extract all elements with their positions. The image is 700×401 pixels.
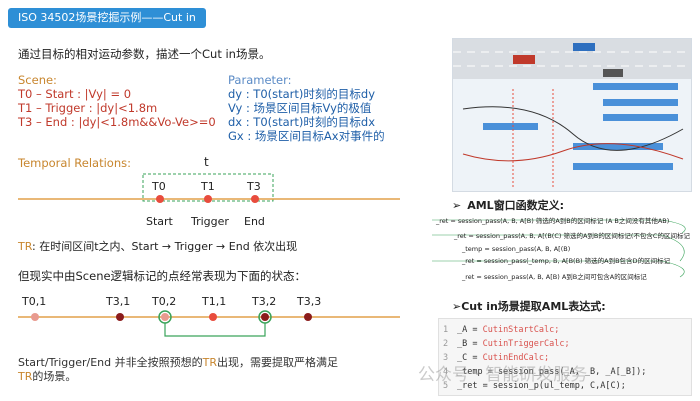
real-dot <box>31 313 39 321</box>
scene-title: Scene: <box>18 73 57 87</box>
real-tick-label: T0,1 <box>22 295 47 308</box>
tick-label-t3: T3 <box>247 180 261 193</box>
aml-line: _temp = session_pass(A, B, A[(B) <box>462 245 571 253</box>
scene-line: T0 – Start : |Vy| = 0 <box>18 87 132 101</box>
cut-title-text: Cut in场景提取AML表达式: <box>461 300 606 313</box>
t0-dot <box>156 195 164 203</box>
parameter-line: Vy : 场景区间目标Vy的极值 <box>228 101 372 115</box>
aml-line: _ret = session_pass(A, B, A[B) A到B之间可包含A… <box>462 273 647 281</box>
watermark: 公众号 · 智能研发服务 <box>418 365 588 385</box>
bullet-icon: ➢ <box>452 199 462 212</box>
intro-text: 通过目标的相对运动参数，描述一个Cut in场景。 <box>18 47 271 61</box>
real-note: 但现实中由Scene逻辑标记的点经常表现为下面的状态： <box>18 269 307 283</box>
real-tick-label: T3,1 <box>106 295 131 308</box>
t1-dot <box>204 195 212 203</box>
aml-brackets <box>432 219 686 278</box>
real-tick-label: T0,2 <box>152 295 177 308</box>
aml-title-text: AML窗口函数定义: <box>467 199 565 212</box>
line-number: 4 <box>443 367 449 377</box>
code-fn: CutinStartCalc; <box>482 325 560 335</box>
real-dot <box>161 313 169 321</box>
real-dot <box>261 313 269 321</box>
parameter-block: Parameter: dy : T0(start)时刻的目标dy Vy : 场景… <box>228 73 385 143</box>
code-fn: CutinTriggerCalc; <box>482 339 570 349</box>
code-line: 2 _B = CutinTriggerCalc; <box>443 339 570 349</box>
t3-dot <box>251 195 259 203</box>
line-number: 1 <box>443 325 449 335</box>
scene-block: Scene: T0 – Start : |Vy| = 0 T1 – Trigge… <box>18 73 216 129</box>
event-start: Start <box>146 215 173 228</box>
illustration-svg <box>453 39 691 189</box>
real-dot <box>116 313 124 321</box>
aml-line: _ret = session_pass(_temp, B, A[B(B) 筛选的… <box>462 257 671 265</box>
real-tick-label: T1,1 <box>202 295 227 308</box>
parameter-title: Parameter: <box>228 73 292 87</box>
parameter-line: Gx : 场景区间目标Ax对事件的 <box>228 129 385 143</box>
code-var: _ret = session_p(ul_temp, C,A[C); <box>457 381 626 391</box>
interval-label: t <box>204 155 209 169</box>
scene-line: T3 – End : |dy|<1.8m&&Vo-Ve>=0 <box>18 115 216 129</box>
tick-label-t1: T1 <box>201 180 215 193</box>
tr-abbrev: TR <box>18 240 33 253</box>
code-var: _temp = session_pass(_A, _B, _A[_B]); <box>457 367 647 377</box>
parameter-line: dy : T0(start)时刻的目标dy <box>228 87 375 101</box>
foot-note-tr: TR <box>18 370 33 383</box>
code-var: _C = <box>457 353 483 363</box>
temporal-title: Temporal Relations: <box>18 156 131 170</box>
tick-label-t0: T0 <box>152 180 166 193</box>
code-var: _B = <box>457 339 483 349</box>
aml-title: ➢ AML窗口函数定义: <box>452 197 564 213</box>
aml-line: _ret = session_pass(A, B, A[B) 筛选的A到B的区间… <box>436 217 670 225</box>
line-number: 5 <box>443 381 449 391</box>
slide-title: ISO 34502场景挖掘示例——Cut in <box>8 8 206 28</box>
real-tick-label: T3,3 <box>297 295 322 308</box>
code-fn: CutinEndCalc; <box>482 353 550 363</box>
foot-note-part: 的场景。 <box>32 370 77 383</box>
bracket <box>164 323 266 337</box>
tr-note-text: : 在时间区间t之内、Start → Trigger → End 依次出现 <box>32 240 298 253</box>
aml-line: _ret = session_pass(A, B, A[(B(C) 筛选的A到B… <box>454 232 690 240</box>
real-dot <box>304 313 312 321</box>
scene-line: T1 – Trigger : |dy|<1.8m <box>18 101 158 115</box>
line-number: 2 <box>443 339 449 349</box>
code-line: 4 _temp = session_pass(_A, _B, _A[_B]); <box>443 367 646 377</box>
code-var: _A = <box>457 325 483 335</box>
event-trigger: Trigger <box>191 215 229 228</box>
parameter-line: dx : T0(start)时刻的目标dx <box>228 115 375 129</box>
code-line: 5 _ret = session_p(ul_temp, C,A[C); <box>443 381 626 391</box>
code-line: 3 _C = CutinEndCalc; <box>443 353 549 363</box>
real-dot <box>209 313 217 321</box>
foot-note-part: 出现，需要提取严格满足 <box>217 356 338 369</box>
event-end: End <box>244 215 265 228</box>
line-number: 3 <box>443 353 449 363</box>
code-line: 1 _A = CutinStartCalc; <box>443 325 559 335</box>
cut-title: ➢Cut in场景提取AML表达式: <box>452 298 606 314</box>
real-tick-label: T3,2 <box>252 295 277 308</box>
tr-note: TR: 在时间区间t之内、Start → Trigger → End 依次出现 <box>18 238 297 254</box>
bullet-icon: ➢ <box>452 300 462 313</box>
aml-definitions: _ret = session_pass(A, B, A[B) 筛选的A到B的区间… <box>432 213 694 285</box>
scenario-illustration <box>452 38 692 192</box>
foot-note-tr: TR <box>202 356 217 369</box>
code-block: 1 _A = CutinStartCalc; 2 _B = CutinTrigger… <box>438 318 692 396</box>
foot-note-part: Start/Trigger/End 并非全按照预想的 <box>18 356 203 369</box>
